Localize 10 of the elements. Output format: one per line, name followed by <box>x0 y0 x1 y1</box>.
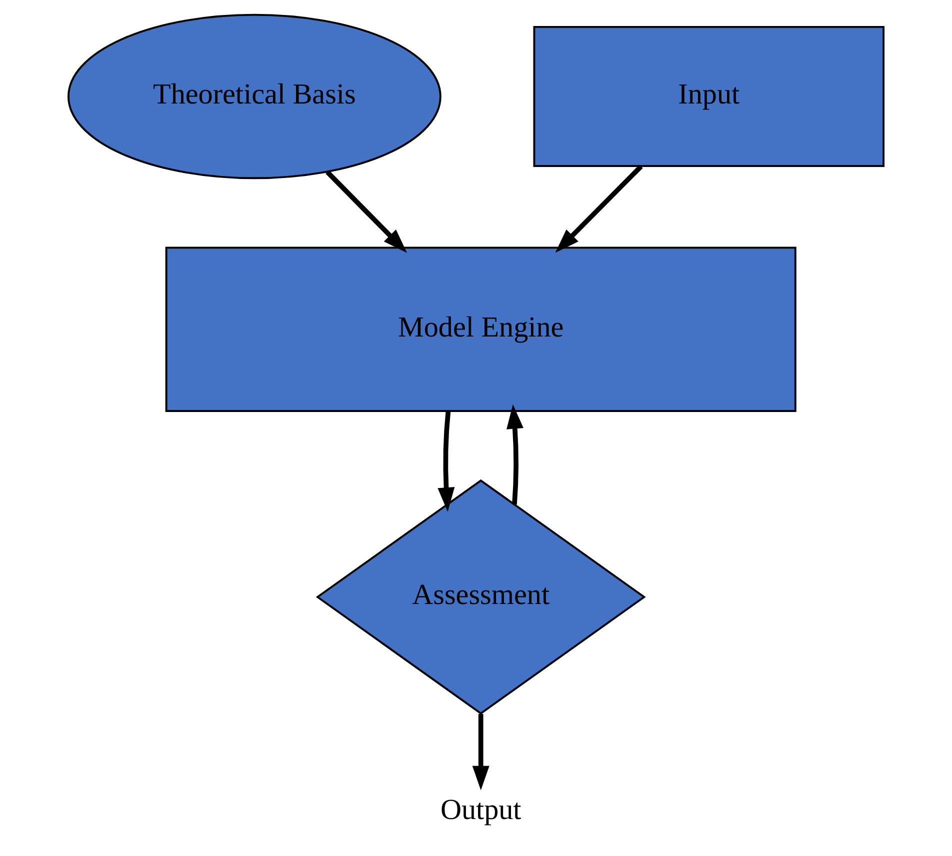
arrow <box>472 714 490 790</box>
arrow <box>555 164 643 253</box>
node-diamond: Assessment <box>316 479 646 715</box>
arrow <box>438 412 455 512</box>
node-box: Model Engine <box>165 246 796 412</box>
node-box: Input <box>533 26 884 167</box>
node-text: Output <box>440 794 522 826</box>
arrow <box>506 404 524 505</box>
node-ellipse: Theoretical Basis <box>68 14 442 180</box>
arrow <box>326 170 407 253</box>
